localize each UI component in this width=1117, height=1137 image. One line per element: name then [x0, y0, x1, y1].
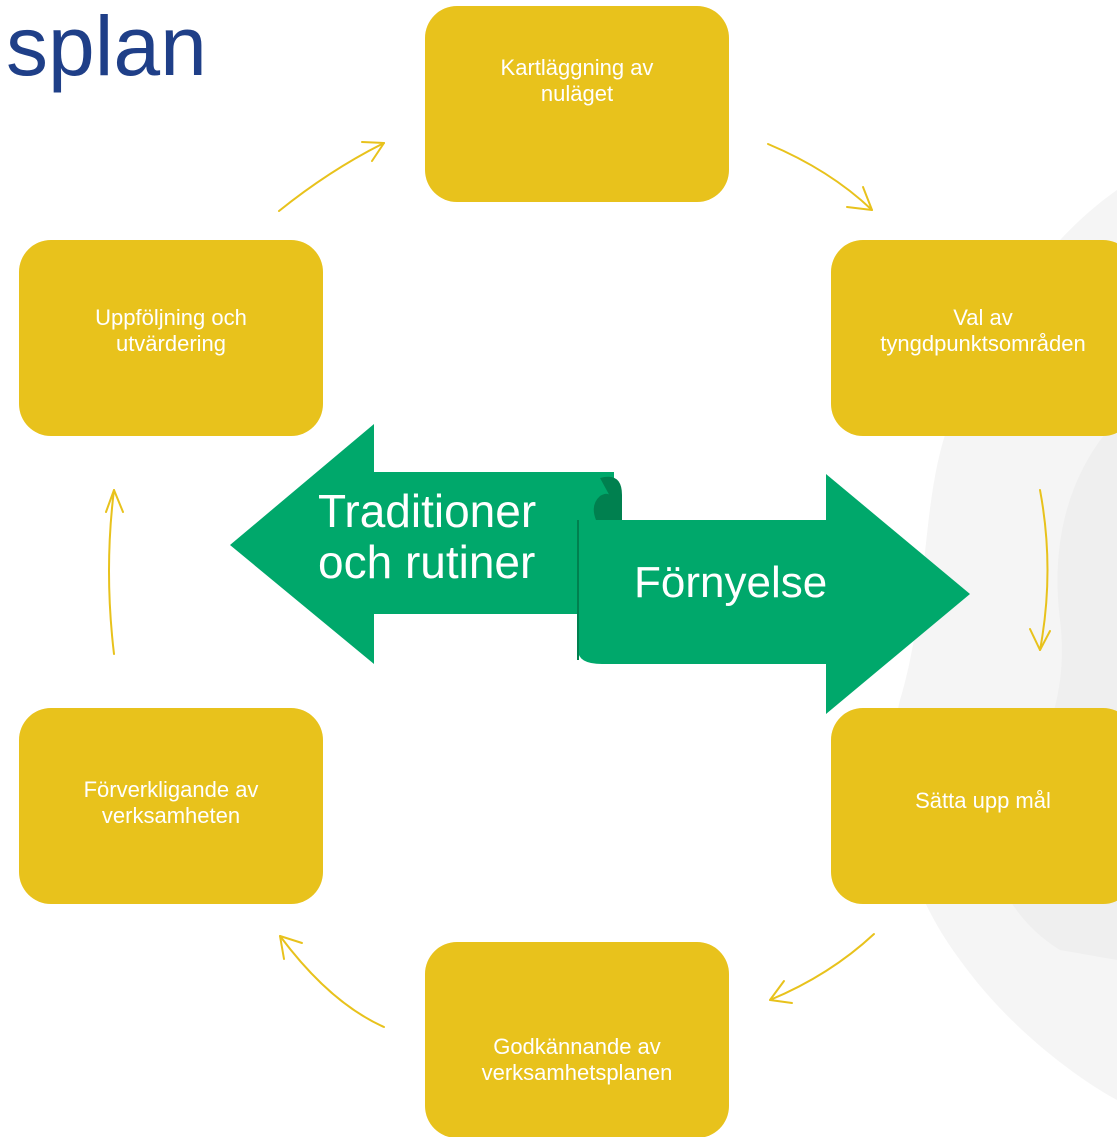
cycle-step-label: Kartläggning av nuläget [500, 54, 654, 106]
cycle-arrow-bottom-to-left [279, 935, 385, 1028]
cycle-step-box-set-goals: Sätta upp mål [831, 708, 1117, 904]
left-arrow-label: Traditioner och rutiner [318, 485, 537, 588]
cycle-arrow-left-up [105, 489, 124, 655]
cycle-step-label: Sätta upp mål [915, 787, 1051, 813]
right-arrow-renewal [577, 474, 970, 714]
cycle-arrow-left-to-top [278, 141, 385, 212]
left-arrow-traditions [230, 424, 614, 664]
cycle-step-box-follow-up: Uppföljning och utvärdering [19, 240, 323, 436]
cycle-arrow-top-to-right [767, 143, 873, 211]
right-arrow-label: Förnyelse [634, 558, 828, 607]
cycle-arrow-right-to-down [1029, 489, 1051, 651]
page-title: splan [6, 0, 207, 93]
cycle-step-label: Uppföljning och utvärdering [95, 304, 247, 356]
cycle-step-box-focus-areas: Val av tyngdpunktsområden [831, 240, 1117, 436]
cycle-step-box-approval: Godkännande av verksamhetsplanen [425, 942, 729, 1137]
cycle-step-label: Godkännande av verksamhetsplanen [481, 1033, 673, 1085]
cycle-arrow-right-to-bottom [769, 933, 875, 1004]
cycle-step-box-implementation: Förverkligande av verksamheten [19, 708, 323, 904]
cycle-step-label: Val av tyngdpunktsområden [880, 304, 1086, 356]
cycle-step-box-mapping: Kartläggning av nuläget [425, 6, 729, 202]
cycle-step-label: Förverkligande av verksamheten [83, 776, 259, 828]
